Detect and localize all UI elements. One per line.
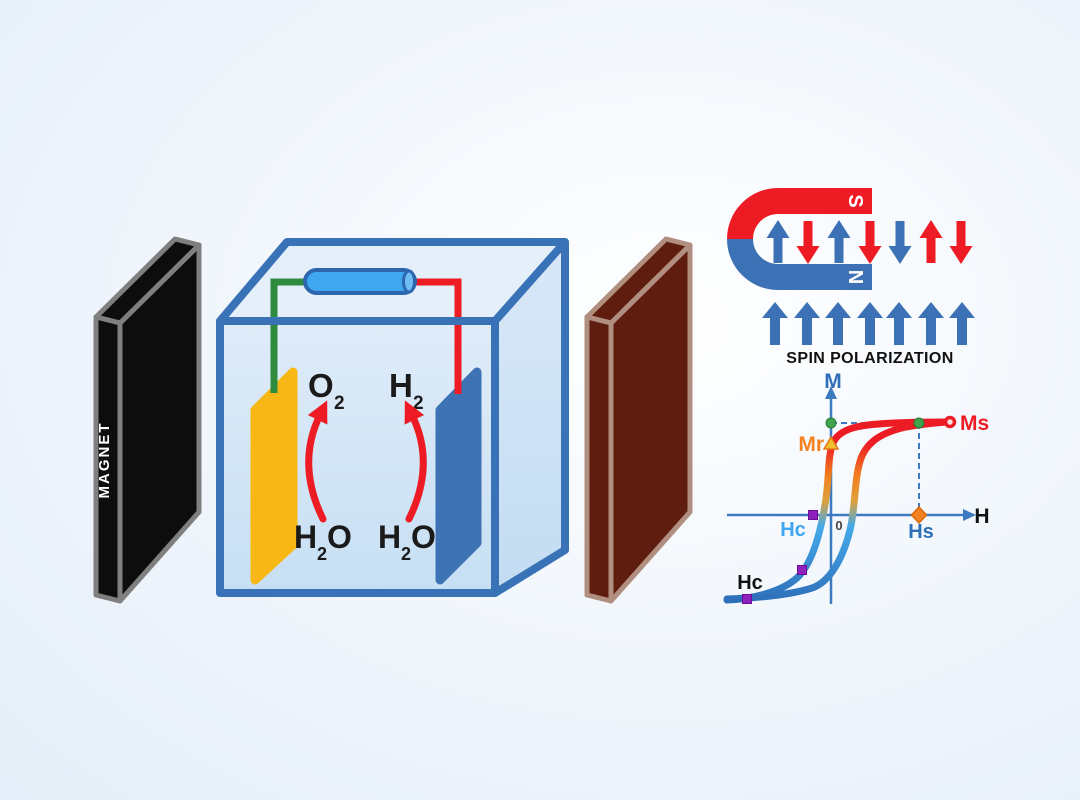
- hc-square-marker-low: [742, 594, 752, 604]
- ms-point: [943, 415, 957, 429]
- saturation-point: [913, 417, 925, 429]
- red-wire: [410, 278, 462, 394]
- h-axis-label: H: [974, 505, 989, 528]
- mr-label: Mr: [798, 433, 824, 456]
- polarized-arrow-up-blue: [857, 302, 883, 345]
- horseshoe-magnet: S N: [727, 188, 872, 290]
- m-axis-label: M: [824, 370, 842, 393]
- origin-label: 0: [835, 518, 842, 533]
- hc-square-marker-axis: [808, 510, 818, 520]
- oxygen-subscript: 2: [334, 393, 345, 414]
- ms-label: Ms: [960, 412, 989, 435]
- ferromagnet-front-face: [584, 314, 614, 604]
- spin-arrow-down-red: [858, 221, 882, 264]
- water-left-sub: 2: [317, 544, 327, 564]
- water-label-left: H 2 O: [294, 519, 352, 564]
- water-left-h: H: [294, 519, 317, 555]
- polarized-arrow-up-blue: [949, 302, 975, 345]
- polarized-arrow-up-blue: [918, 302, 944, 345]
- north-pole-blue-arm: [727, 239, 872, 290]
- water-left-o: O: [327, 519, 352, 555]
- m-axis-arrowhead: [825, 386, 837, 399]
- polarized-arrow-up-blue: [794, 302, 820, 345]
- h-axis-arrowhead: [963, 509, 976, 521]
- hydrogen-subscript: 2: [413, 393, 424, 414]
- reaction-arrow-right: [404, 400, 427, 523]
- hc-square-marker-mid: [797, 565, 807, 575]
- north-pole-label: N: [844, 270, 866, 284]
- water-label-right: H 2 O: [378, 519, 436, 564]
- cell-right-face: [495, 242, 565, 593]
- spin-arrow-up-blue: [766, 220, 790, 263]
- magnet-slab-front-face: [93, 314, 123, 604]
- electrolysis-cell: O 2 H 2 H 2 O H 2 O: [216, 238, 569, 597]
- spin-arrow-up-red: [919, 220, 943, 263]
- battery-end-cap: [402, 269, 416, 294]
- pole-gap-spin-arrows: [766, 220, 973, 264]
- battery-cylinder: [303, 268, 417, 295]
- magnet-slab-label: MAGNET: [96, 422, 113, 499]
- mr-triangle-marker: [822, 435, 840, 450]
- hydrogen-symbol: H: [389, 367, 413, 404]
- hc-curve-label: Hc: [737, 572, 763, 594]
- hs-diamond-marker: [910, 505, 928, 525]
- anode-yellow-electrode: [250, 367, 298, 585]
- magnet-slab: MAGNET: [93, 236, 202, 604]
- spin-arrow-up-blue: [827, 220, 851, 263]
- spin-polarization-caption: SPIN POLARIZATION: [786, 350, 953, 367]
- polarized-arrow-up-blue: [886, 302, 912, 345]
- hc-axis-label: Hc: [780, 519, 806, 541]
- water-right-o: O: [411, 519, 436, 555]
- polarized-arrow-up-blue: [762, 302, 788, 345]
- polarized-spin-arrows: [762, 302, 975, 345]
- oxygen-label: O 2: [308, 367, 345, 414]
- spin-arrow-down-blue: [888, 221, 912, 264]
- oxygen-symbol: O: [308, 367, 334, 404]
- hysteresis-descending-branch: [723, 418, 950, 604]
- cell-cube-edges: [216, 238, 569, 597]
- saturation-m-axis-point: [825, 417, 837, 429]
- water-right-sub: 2: [401, 544, 411, 564]
- water-right-h: H: [378, 519, 401, 555]
- cathode-blue-electrode: [435, 367, 482, 585]
- south-pole-red-arm: [727, 188, 872, 239]
- hysteresis-ascending-branch: [723, 418, 950, 603]
- spin-arrow-down-red: [949, 221, 973, 264]
- south-pole-label: S: [844, 194, 866, 207]
- hs-label: Hs: [908, 521, 934, 543]
- ferromagnetic-slab: [584, 236, 693, 604]
- reaction-arrow-left: [305, 400, 328, 523]
- green-wire: [270, 278, 310, 393]
- spin-arrow-down-red: [796, 221, 820, 264]
- hysteresis-graph: M H 0 Ms Mr Hc Hs Hc: [723, 370, 990, 604]
- polarized-arrow-up-blue: [825, 302, 851, 345]
